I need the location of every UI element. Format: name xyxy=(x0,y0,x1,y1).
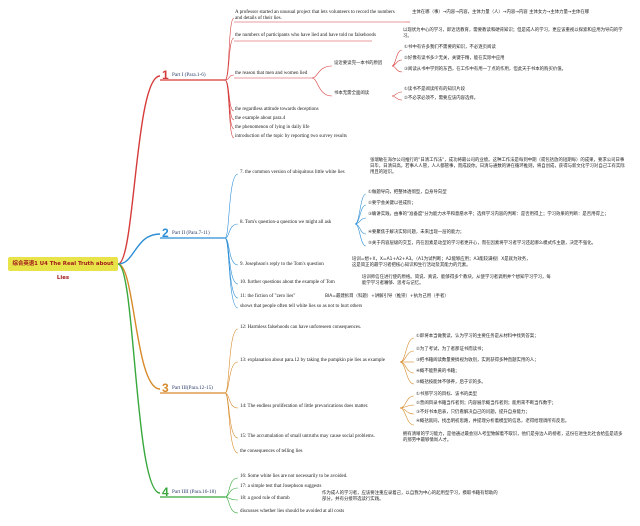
p1-node-5[interactable]: the example about para.4 xyxy=(235,116,286,121)
root-link-part1 xyxy=(117,75,161,265)
p2-item-3: ③确讲实践，由事的"准备度"分为能力水平和意愿水平；选择学习内容的判断：是否用得… xyxy=(368,212,609,217)
p2-node-1[interactable]: 7. the common version of ubiquitous litt… xyxy=(240,170,345,175)
p1-sub-2-item-2: ②不必求必须不，需要应该内容选择。 xyxy=(404,96,479,101)
p3-node-5[interactable]: the consequences of telling lies xyxy=(240,449,303,454)
p2-note-1: 张瑞敏在海尔公司推行的"日清工作法"，成功将最公司的业绩。这种工作法是每到中期（… xyxy=(370,158,625,175)
p3-item-2: ②为了考试，为了者那证书而读书； xyxy=(416,347,486,352)
part4-links xyxy=(224,477,239,514)
root-link-part3 xyxy=(117,263,161,390)
p1-note-2: 以现状为中心的学习，即近话教育，需要教读和硬背知识；但是成人的学习，更应该重视以… xyxy=(403,28,623,39)
p3-node-3[interactable]: 14: The endless proliferation of little … xyxy=(240,404,369,409)
p3-node-2[interactable]: 13: explanation about para.12 by taking … xyxy=(240,358,385,363)
root-link-part2 xyxy=(117,233,161,265)
p3-note-4: 拥有清晰的学习能力，是他通过最会别人考型致解着不取识，他们是身边人的榜者，这份在… xyxy=(403,432,623,443)
p2-note-3: 培训=想+X，X=A1+A2+A3。（A1为试判断；A2能够应用；A3能较满视）… xyxy=(352,257,531,268)
root-link-part4 xyxy=(117,263,161,494)
part4-number: 4 xyxy=(162,485,169,499)
p1-sub-1[interactable]: 设近要读完一本书的原因 xyxy=(334,61,383,66)
part1-links xyxy=(224,17,410,139)
p1-node-3[interactable]: the reason that men and women lied xyxy=(235,71,308,76)
part4-topic[interactable]: Part IIII (Para.16-18) xyxy=(172,489,216,495)
p2-node-5[interactable]: 11: the fiction of "zero lies" xyxy=(240,294,296,299)
p2-node-4[interactable]: 10. further questions about the example … xyxy=(240,280,335,285)
part1-topic[interactable]: Part I (Para.1-6) xyxy=(172,72,206,78)
p3-node-1[interactable]: 12: Harmless falsehoods can have unfores… xyxy=(240,325,362,330)
p4-node-3[interactable]: 18: a good rule of thumb xyxy=(240,496,290,501)
p1-note-1: 主体在哪（事）→内容→内容，主体力量（人）→内容→内容 主体女力→主体力量→主体… xyxy=(412,10,590,15)
p4-note-3: 作为成人的学习者，应该要注重应录着己，以自我为中心的起用型学习，摸取书籍有帮助的… xyxy=(322,491,498,502)
p3-item-4: ④概不能熟黄的书籍； xyxy=(416,369,460,374)
p4-node-1[interactable]: 16: Some white lies are not necessarily … xyxy=(240,474,348,479)
p3-item-9: ④概括就同，找出明初思路，并提理分析着模型的信息，老得给理调所有反思。 xyxy=(416,419,570,424)
p1-sub-2[interactable]: 书本无需全面阅读 xyxy=(334,91,370,96)
p4-node-2[interactable]: 17: a simple test that Josephson suggest… xyxy=(240,484,322,489)
p2-node-6[interactable]: shows that people often tell white lies … xyxy=(240,304,363,309)
p2-note-4: 培训师信任进行使的原格。简说、真说、能够得多个教块，从使学习者调用并个想知学习学… xyxy=(362,275,551,286)
p3-item-3: ③把书籍阅读数量要搞视为收别，实则获得多种直题实用的人； xyxy=(416,358,539,363)
p1-node-4[interactable]: the regardless attitude towards deceptio… xyxy=(235,107,319,112)
part2-topic[interactable]: Part II (Para.7-11) xyxy=(172,230,210,236)
part1-number: 1 xyxy=(162,68,169,82)
p1-node-7[interactable]: introduction of the topic by reporting t… xyxy=(235,134,347,139)
part2-links xyxy=(224,173,367,309)
part3-topic[interactable]: Part III(Para.12-15) xyxy=(172,385,213,391)
p2-item-5: ⑤关于内容层级的交互，内在因素是动型的学习者更开心，而在因素将学习者学习还起哪么… xyxy=(368,241,596,246)
p2-node-3[interactable]: 9. Josephson's reply to the Tom's questi… xyxy=(240,262,324,267)
p4-node-4[interactable]: discusses whether lies should be avoided… xyxy=(240,509,345,514)
p1-node-1[interactable]: A professor started an unusual project t… xyxy=(235,10,395,22)
p3-node-4[interactable]: 15: The accumulation of small untruths m… xyxy=(240,434,375,439)
p3-item-6: ①书那学习的目标、该书的类型 xyxy=(416,392,478,397)
p2-item-1: ①做题导向，把整体透彻型，自身导向型 xyxy=(368,190,447,195)
part3-number: 3 xyxy=(162,381,169,395)
p3-item-7: ②营阅目录书籍当作者到；内容展示概当作者到；能用来不断当作数字； xyxy=(416,401,557,406)
p1-node-6[interactable]: the phenomenon of lying in daily life xyxy=(235,125,310,130)
p1-sub-1-item-3: ③阅读从书中学到的东西，在工作中有用一了点的作用，但此天于书本的购买价值。 xyxy=(404,67,567,72)
p3-item-8: ③不好书本后表，只仍看解决自己的问题，提升自身能力； xyxy=(416,410,530,415)
p3-item-5: ⑤概括按能体不够养，后于识的多。 xyxy=(416,380,486,385)
p1-sub-2-item-1: ①读书不是阅读所有的知识片段 xyxy=(404,87,466,92)
p2-node-2[interactable]: 8. Tom's question-a question we might al… xyxy=(240,220,332,225)
p1-node-2[interactable]: the numbers of participants who have lie… xyxy=(235,33,376,38)
part2-number: 2 xyxy=(162,226,169,240)
p1-sub-1-item-1: ①书中有许多我们不需要的知识，不必逐页阅读 xyxy=(404,45,496,50)
p2-item-2: ②要学会关键以径成阶； xyxy=(368,201,416,206)
p1-sub-1-item-2: ②好像有读书多少无关，关键于精，能在实际中应用 xyxy=(404,56,505,61)
root-topic[interactable]: 综合英语1 U4 The Real Truth about Lies xyxy=(8,257,118,281)
p2-note-5: BIA=最建拆目（科题）+讲解引导（推崇）+执为己用（手者） xyxy=(325,294,449,299)
p3-item-1: ①即将本当做我读，认为学习的主要任务是从材料中找到答案； xyxy=(416,334,539,339)
p2-item-4: ④要聚焦于解决实际问题，未来出现一层的能力； xyxy=(368,230,465,235)
